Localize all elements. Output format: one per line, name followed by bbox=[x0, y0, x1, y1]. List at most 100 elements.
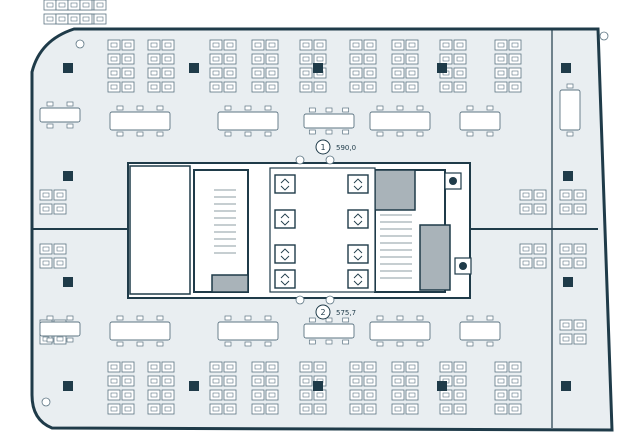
desk-cluster bbox=[251, 39, 279, 65]
column bbox=[437, 381, 447, 391]
meeting-table bbox=[39, 101, 81, 129]
meeting-table bbox=[109, 105, 171, 137]
column bbox=[561, 63, 571, 73]
desk-cluster bbox=[494, 361, 522, 387]
desk-cluster bbox=[251, 67, 279, 93]
meeting-table bbox=[459, 105, 501, 137]
toilet-block bbox=[129, 165, 191, 295]
desk-cluster bbox=[349, 39, 377, 65]
zone-1-label: 1 590,0 bbox=[315, 139, 356, 155]
lift-shaft bbox=[347, 269, 369, 289]
desk-cluster bbox=[559, 189, 587, 215]
desk-cluster bbox=[559, 243, 587, 269]
service-shaft-1 bbox=[374, 169, 416, 211]
desk-cluster bbox=[391, 39, 419, 65]
lift-shaft bbox=[347, 244, 369, 264]
desk-cluster bbox=[147, 67, 175, 93]
lift-shaft bbox=[274, 244, 296, 264]
desk-cluster bbox=[519, 189, 547, 215]
zone-2-area: 575,7 bbox=[336, 309, 356, 317]
zone-1-number: 1 bbox=[320, 143, 325, 152]
column bbox=[189, 63, 199, 73]
desk-cluster bbox=[391, 361, 419, 387]
desk-cluster bbox=[147, 389, 175, 415]
stair-treads bbox=[214, 189, 412, 279]
plant-pot bbox=[295, 295, 305, 305]
lift-shaft bbox=[274, 174, 296, 194]
plant-pot bbox=[41, 397, 51, 407]
meeting-table bbox=[217, 315, 279, 347]
desk-cluster bbox=[107, 67, 135, 93]
plant-pot bbox=[325, 155, 335, 165]
column bbox=[561, 381, 571, 391]
zone-2-marker bbox=[315, 304, 331, 320]
service-shaft-3 bbox=[211, 274, 249, 293]
column bbox=[563, 171, 573, 181]
plant-pot bbox=[599, 31, 609, 41]
desk-cluster bbox=[391, 67, 419, 93]
desk-cluster bbox=[107, 361, 135, 387]
meeting-tables bbox=[39, 83, 581, 347]
desk-cluster bbox=[559, 319, 587, 345]
lift-shaft bbox=[347, 209, 369, 229]
lift-shaft bbox=[347, 174, 369, 194]
desk-cluster bbox=[519, 243, 547, 269]
desk-cluster bbox=[209, 39, 237, 65]
meeting-table bbox=[217, 105, 279, 137]
desk-cluster bbox=[494, 39, 522, 65]
service-shaft-2 bbox=[419, 224, 451, 291]
desk-cluster bbox=[209, 389, 237, 415]
desk-cluster bbox=[107, 39, 135, 65]
column bbox=[313, 63, 323, 73]
meeting-table bbox=[303, 107, 355, 135]
lift-shafts bbox=[274, 174, 369, 289]
meeting-table bbox=[369, 315, 431, 347]
zone-2-number: 2 bbox=[320, 308, 325, 317]
lift-shaft bbox=[274, 269, 296, 289]
column bbox=[63, 63, 73, 73]
desk-cluster bbox=[39, 243, 67, 269]
meeting-table bbox=[109, 315, 171, 347]
desk-cluster bbox=[299, 39, 327, 65]
column bbox=[189, 381, 199, 391]
desk-cluster bbox=[209, 361, 237, 387]
misc-furniture bbox=[41, 31, 609, 407]
desk-cluster bbox=[439, 389, 467, 415]
column bbox=[63, 277, 73, 287]
desk-cluster bbox=[147, 39, 175, 65]
desk-cluster bbox=[439, 39, 467, 65]
column bbox=[563, 277, 573, 287]
desk-cluster bbox=[494, 389, 522, 415]
plant-pot bbox=[295, 155, 305, 165]
meeting-table bbox=[459, 315, 501, 347]
plant-pot bbox=[75, 39, 85, 49]
column bbox=[437, 63, 447, 73]
meeting-table bbox=[303, 317, 355, 345]
desk-cluster bbox=[79, 0, 107, 25]
desk-cluster bbox=[251, 389, 279, 415]
desk-cluster bbox=[349, 361, 377, 387]
zone-1-area: 590,0 bbox=[336, 144, 356, 152]
desk-cluster bbox=[39, 189, 67, 215]
desk-cluster bbox=[391, 389, 419, 415]
column bbox=[63, 171, 73, 181]
meeting-table bbox=[559, 83, 581, 137]
stair-left bbox=[193, 169, 249, 293]
service-lift-icon-top bbox=[444, 172, 462, 190]
meeting-table bbox=[369, 105, 431, 137]
desk-cluster bbox=[147, 361, 175, 387]
desk-cluster bbox=[349, 67, 377, 93]
desk-cluster bbox=[107, 389, 135, 415]
desk-cluster bbox=[209, 67, 237, 93]
structural-columns bbox=[63, 63, 573, 391]
lift-shaft bbox=[274, 209, 296, 229]
desk-cluster bbox=[251, 361, 279, 387]
meeting-table bbox=[39, 315, 81, 343]
plant-pot bbox=[325, 295, 335, 305]
service-lift-icon-bottom bbox=[454, 257, 472, 275]
zone-1-marker bbox=[315, 139, 331, 155]
desk-cluster bbox=[494, 67, 522, 93]
column bbox=[63, 381, 73, 391]
desk-clusters bbox=[39, 0, 587, 415]
